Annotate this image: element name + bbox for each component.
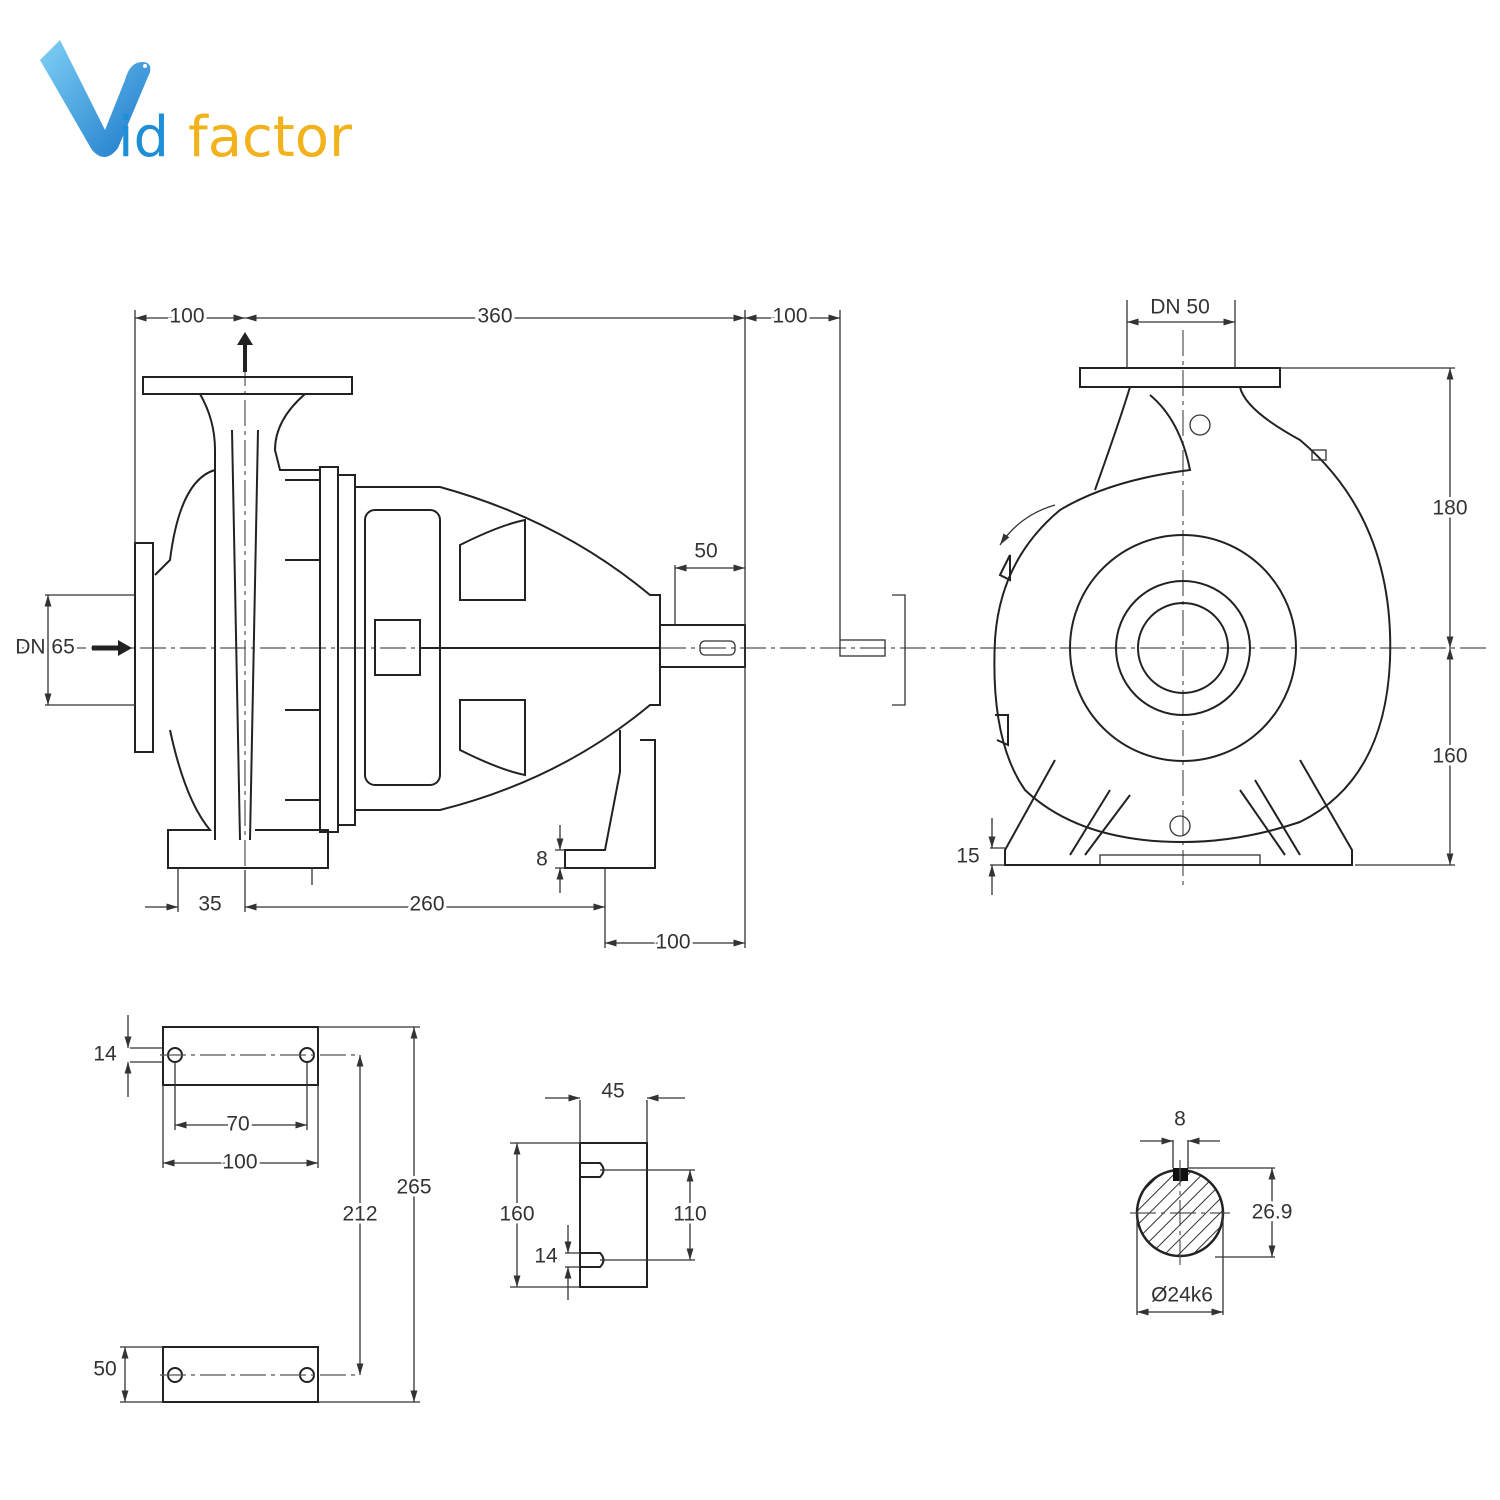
side-plate-detail: 45 160 110 14	[496, 1080, 710, 1300]
logo-text-id: id	[118, 105, 169, 170]
rotation-arrow-icon	[999, 504, 1056, 546]
dim-shaft-length: 50	[694, 540, 717, 563]
bird-v-icon	[40, 40, 151, 158]
dim-pump-length: 360	[477, 305, 512, 328]
dim-foot-thickness: 8	[536, 848, 548, 871]
dim-shaft-diameter: Ø24k6	[1151, 1284, 1213, 1307]
dim-side-plate-width: 45	[601, 1080, 624, 1103]
discharge-label: DN 50	[1150, 296, 1210, 319]
dim-key-height: 26.9	[1252, 1201, 1293, 1224]
logo-text-factor: factor	[188, 105, 353, 170]
dim-front-foot-thickness: 15	[956, 845, 979, 868]
dim-side-plate-height: 160	[499, 1203, 534, 1226]
dim-rear-foot: 100	[655, 931, 690, 954]
dim-side-hole-spacing: 110	[673, 1203, 706, 1226]
dim-inner-span: 212	[342, 1203, 377, 1226]
suction-label: DN 65	[15, 636, 75, 659]
dim-suction-offset: 100	[169, 305, 204, 328]
foot-plates-detail: 14 70 100 212 265 50	[90, 1015, 435, 1403]
dim-foot-edge: 35	[198, 893, 221, 916]
dim-slot-width: 14	[534, 1245, 558, 1268]
dim-hole-spacing: 70	[226, 1113, 249, 1136]
suction-arrow-icon	[92, 640, 132, 656]
pump-front-view	[993, 367, 1392, 866]
pump-side-view	[92, 332, 906, 869]
shaft-section-detail: 8 26.9 Ø24k6	[1130, 1108, 1295, 1316]
vidfactor-logo: id factor	[40, 40, 353, 170]
dim-height-lower: 160	[1432, 745, 1467, 768]
dim-hole-diameter: 14	[93, 1043, 117, 1066]
dim-coupling-gap: 100	[772, 305, 807, 328]
front-view-dimensions: DN 50 180 160 15	[956, 293, 1471, 895]
side-view-dimensions: 100 360 100 50 DN 65 8 35 260 100	[12, 302, 841, 957]
dim-key-width: 8	[1174, 1108, 1186, 1131]
dim-height-upper: 180	[1432, 497, 1467, 520]
dim-plate-depth: 50	[93, 1358, 116, 1381]
discharge-arrow-icon	[237, 332, 253, 372]
dim-plate-width: 100	[222, 1151, 257, 1174]
dim-foot-spacing: 260	[409, 893, 444, 916]
dim-outer-span: 265	[396, 1176, 431, 1199]
